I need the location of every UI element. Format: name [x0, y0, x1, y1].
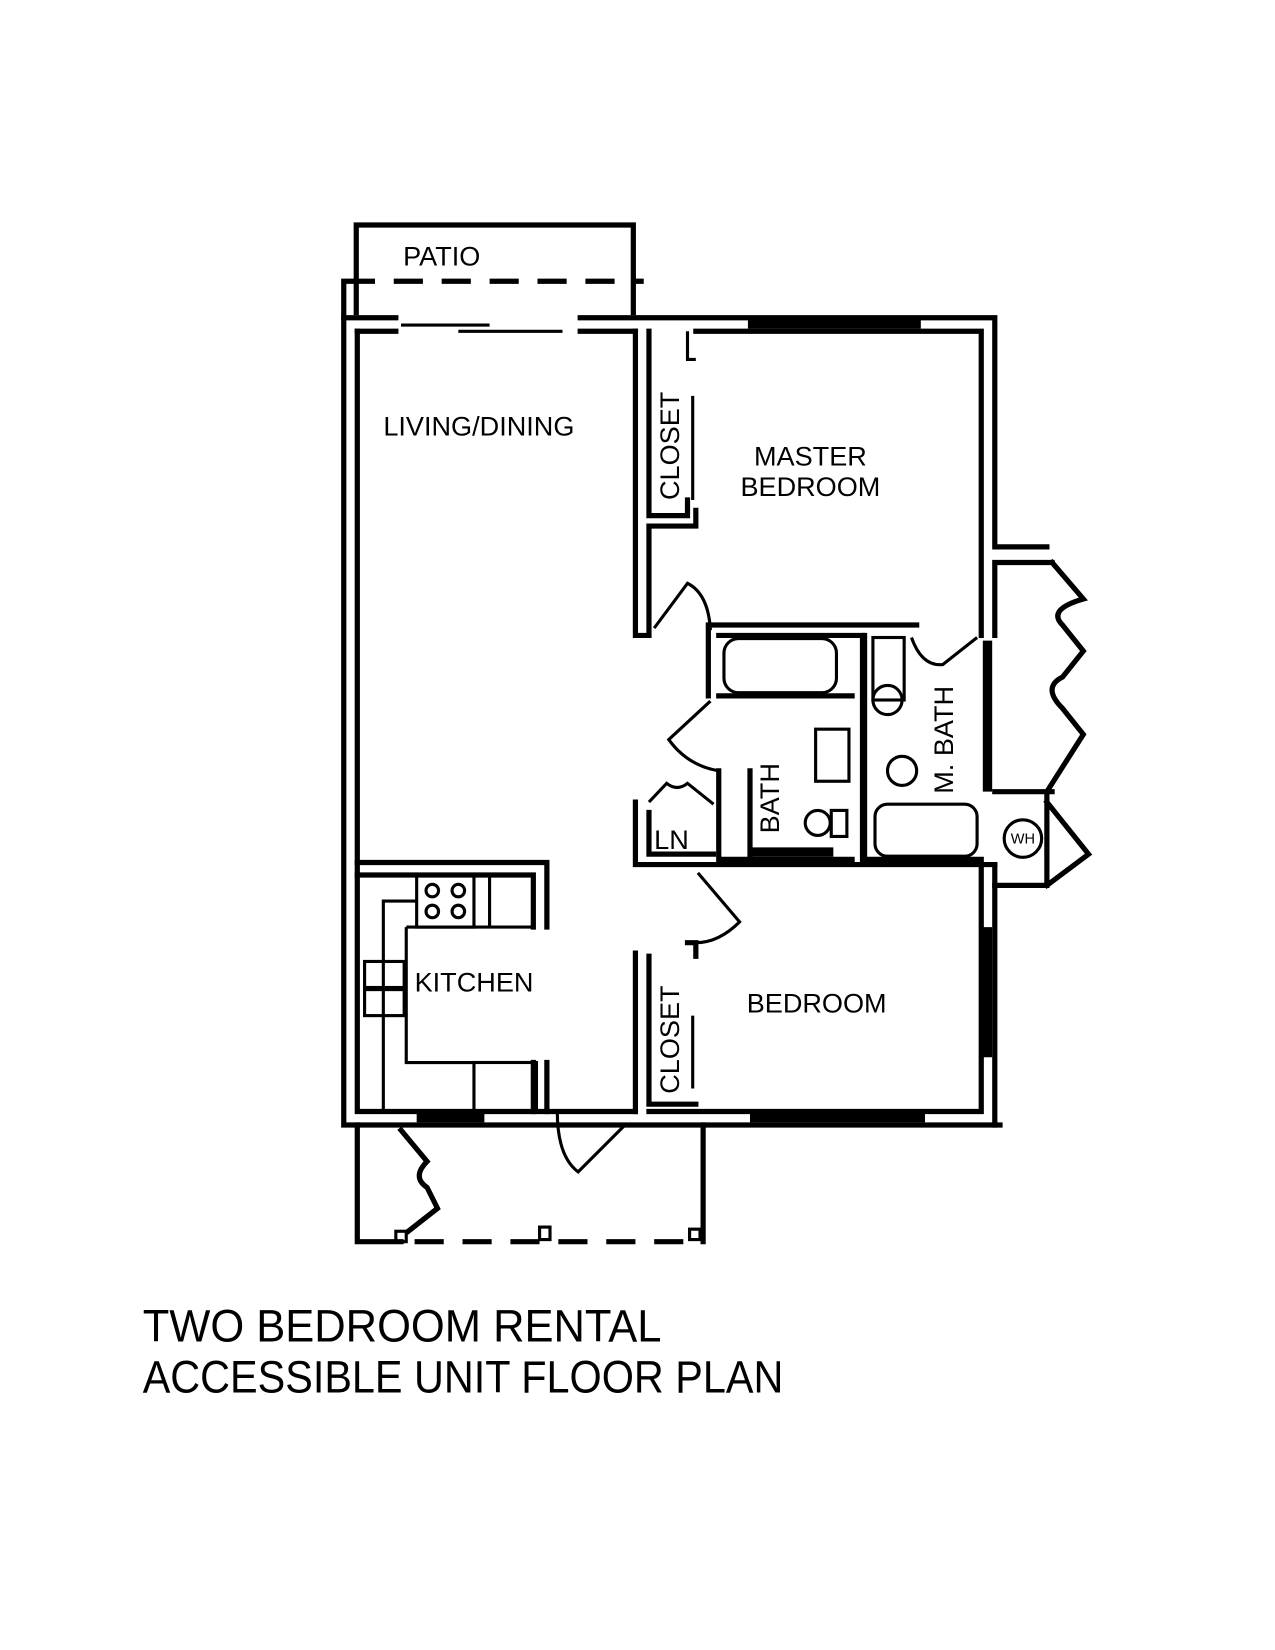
- sliding-door[interactable]: [401, 323, 563, 333]
- fixtures: [722, 635, 979, 858]
- label-kitchen: KITCHEN: [415, 967, 534, 998]
- kitchen-counters: [354, 859, 550, 1115]
- label-master-bedroom-2: BEDROOM: [740, 471, 880, 502]
- doors[interactable]: [555, 581, 979, 1174]
- title-line-1: TWO BEDROOM RENTAL: [143, 1301, 662, 1352]
- title-line-2: ACCESSIBLE UNIT FLOOR PLAN: [143, 1352, 784, 1403]
- label-bath: BATH: [754, 763, 785, 833]
- label-living-dining: LIVING/DINING: [383, 410, 574, 441]
- interior-walls: [632, 328, 998, 1115]
- wardrobe-bifold-doors[interactable]: [1043, 558, 1088, 796]
- label-master-closet: CLOSET: [654, 392, 685, 500]
- label-patio: PATIO: [403, 241, 480, 272]
- label-master-bath: M. BATH: [928, 686, 959, 794]
- front-porch: [354, 1122, 706, 1245]
- label-water-heater: WH: [1011, 832, 1035, 848]
- label-bedroom-closet: CLOSET: [654, 985, 685, 1093]
- label-master-bedroom-1: MASTER: [754, 441, 867, 472]
- label-linen: LN: [654, 824, 689, 855]
- water-heater-closet: [1002, 798, 1093, 890]
- exterior-walls: [341, 278, 1055, 1128]
- windows: [416, 319, 993, 1123]
- label-bedroom: BEDROOM: [747, 988, 887, 1019]
- patio: [345, 222, 644, 316]
